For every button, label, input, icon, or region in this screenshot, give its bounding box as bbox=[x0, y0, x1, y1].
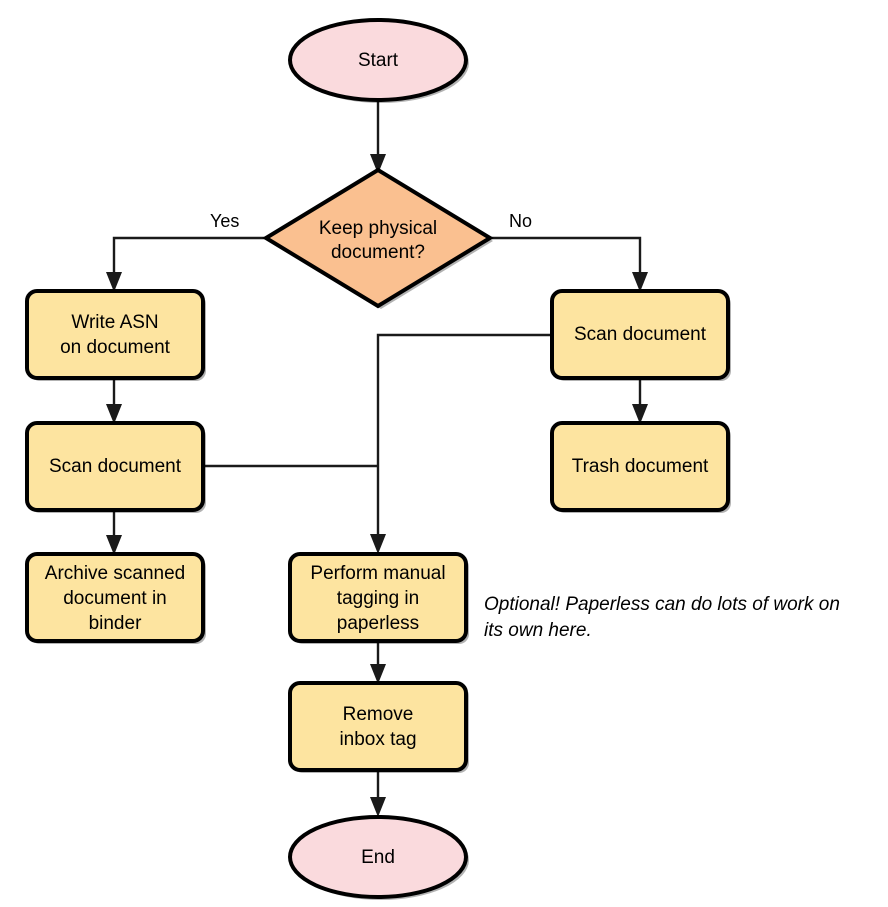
node-scan-document-right-label: Scan document bbox=[574, 324, 707, 345]
connector-scan-right-to-trash bbox=[632, 378, 648, 424]
node-end[interactable]: End bbox=[288, 815, 469, 900]
node-remove-inbox-tag-label-line-1: Remove bbox=[343, 704, 414, 725]
node-write-asn-on-document[interactable]: Write ASN on document bbox=[25, 289, 206, 381]
edge-label-yes: Yes bbox=[210, 211, 239, 231]
connector-write-asn-to-scan-left bbox=[106, 378, 122, 424]
annotation-optional-note-line-2: its own here. bbox=[484, 620, 592, 641]
node-write-asn-label-line-2: on document bbox=[60, 337, 171, 358]
node-remove-inbox-tag[interactable]: Remove inbox tag bbox=[288, 681, 469, 773]
node-scan-document-left[interactable]: Scan document bbox=[25, 421, 206, 513]
node-start-label: Start bbox=[358, 50, 399, 71]
annotation-optional-note: Optional! Paperless can do lots of work … bbox=[484, 594, 840, 641]
connector-start-to-decision bbox=[370, 100, 386, 174]
node-end-label: End bbox=[361, 847, 395, 868]
connector-scan-left-to-archive bbox=[106, 510, 122, 555]
node-decision-label-line-1: Keep physical bbox=[319, 218, 437, 239]
node-archive-scanned-document-in-binder[interactable]: Archive scanned document in binder bbox=[25, 552, 206, 644]
connector-group bbox=[106, 100, 648, 817]
node-decision-label-line-2: document? bbox=[331, 242, 425, 263]
node-start[interactable]: Start bbox=[288, 18, 469, 103]
node-archive-label-line-1: Archive scanned bbox=[45, 563, 185, 584]
node-tagging-label-line-1: Perform manual bbox=[310, 563, 445, 584]
connector-scan-right-to-tagging bbox=[370, 333, 552, 554]
node-tagging-label-line-3: paperless bbox=[337, 613, 419, 634]
connector-decision-yes-to-write-asn bbox=[106, 236, 265, 292]
node-archive-label-line-3: binder bbox=[89, 613, 142, 634]
node-remove-inbox-tag-label-line-2: inbox tag bbox=[339, 729, 416, 750]
node-archive-label-line-2: document in bbox=[63, 588, 167, 609]
node-scan-document-right[interactable]: Scan document bbox=[550, 289, 731, 381]
edge-label-no: No bbox=[509, 211, 532, 231]
connector-tagging-to-remove-tag bbox=[370, 641, 386, 684]
node-scan-document-left-label: Scan document bbox=[49, 456, 182, 477]
node-perform-manual-tagging[interactable]: Perform manual tagging in paperless bbox=[288, 552, 469, 644]
node-trash-document[interactable]: Trash document bbox=[550, 421, 731, 513]
annotation-optional-note-line-1: Optional! Paperless can do lots of work … bbox=[484, 594, 840, 615]
connector-remove-tag-to-end bbox=[370, 770, 386, 817]
node-tagging-label-line-2: tagging in bbox=[337, 588, 419, 609]
node-write-asn-label-line-1: Write ASN bbox=[71, 312, 158, 333]
node-trash-document-label: Trash document bbox=[572, 456, 709, 477]
connector-decision-no-to-scan-right bbox=[490, 236, 648, 292]
node-decision-keep-physical-document[interactable]: Keep physical document? bbox=[262, 167, 494, 309]
